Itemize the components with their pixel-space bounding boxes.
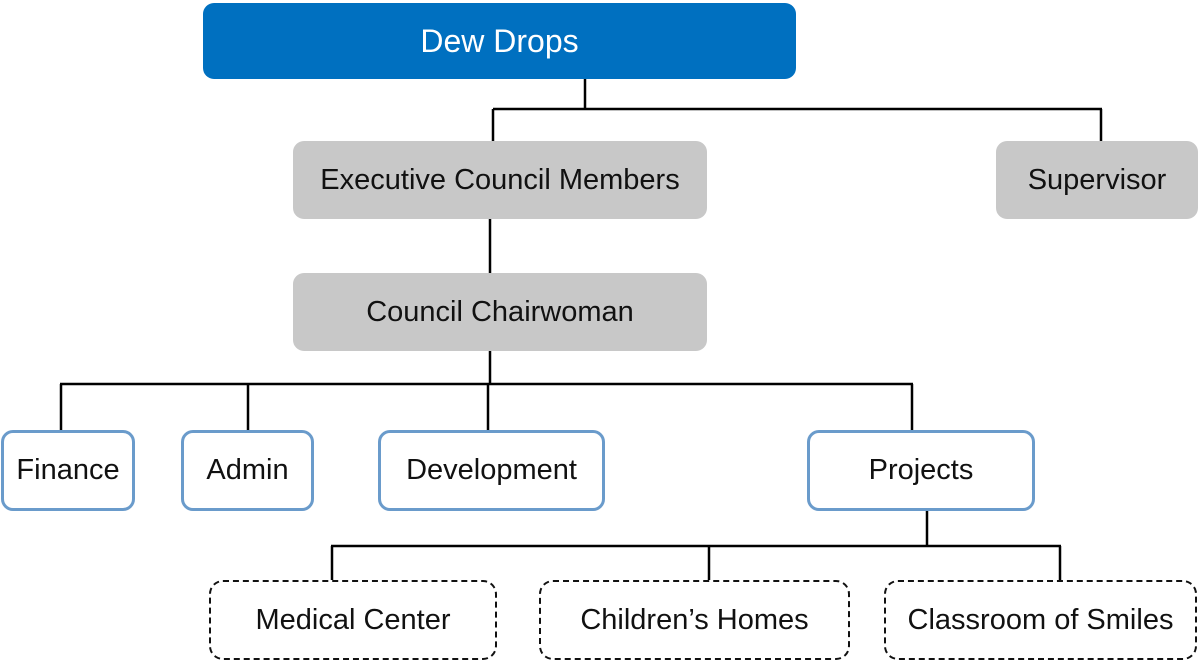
node-dew-drops: Dew Drops: [203, 3, 796, 79]
node-council-chairwoman: Council Chairwoman: [293, 273, 707, 351]
node-medical-center: Medical Center: [209, 580, 497, 660]
node-projects: Projects: [807, 430, 1035, 511]
node-executive-council-members: Executive Council Members: [293, 141, 707, 219]
node-finance: Finance: [1, 430, 135, 511]
node-admin: Admin: [181, 430, 314, 511]
node-childrens-homes: Children’s Homes: [539, 580, 850, 660]
node-supervisor: Supervisor: [996, 141, 1198, 219]
node-development: Development: [378, 430, 605, 511]
node-classroom-of-smiles: Classroom of Smiles: [884, 580, 1197, 660]
